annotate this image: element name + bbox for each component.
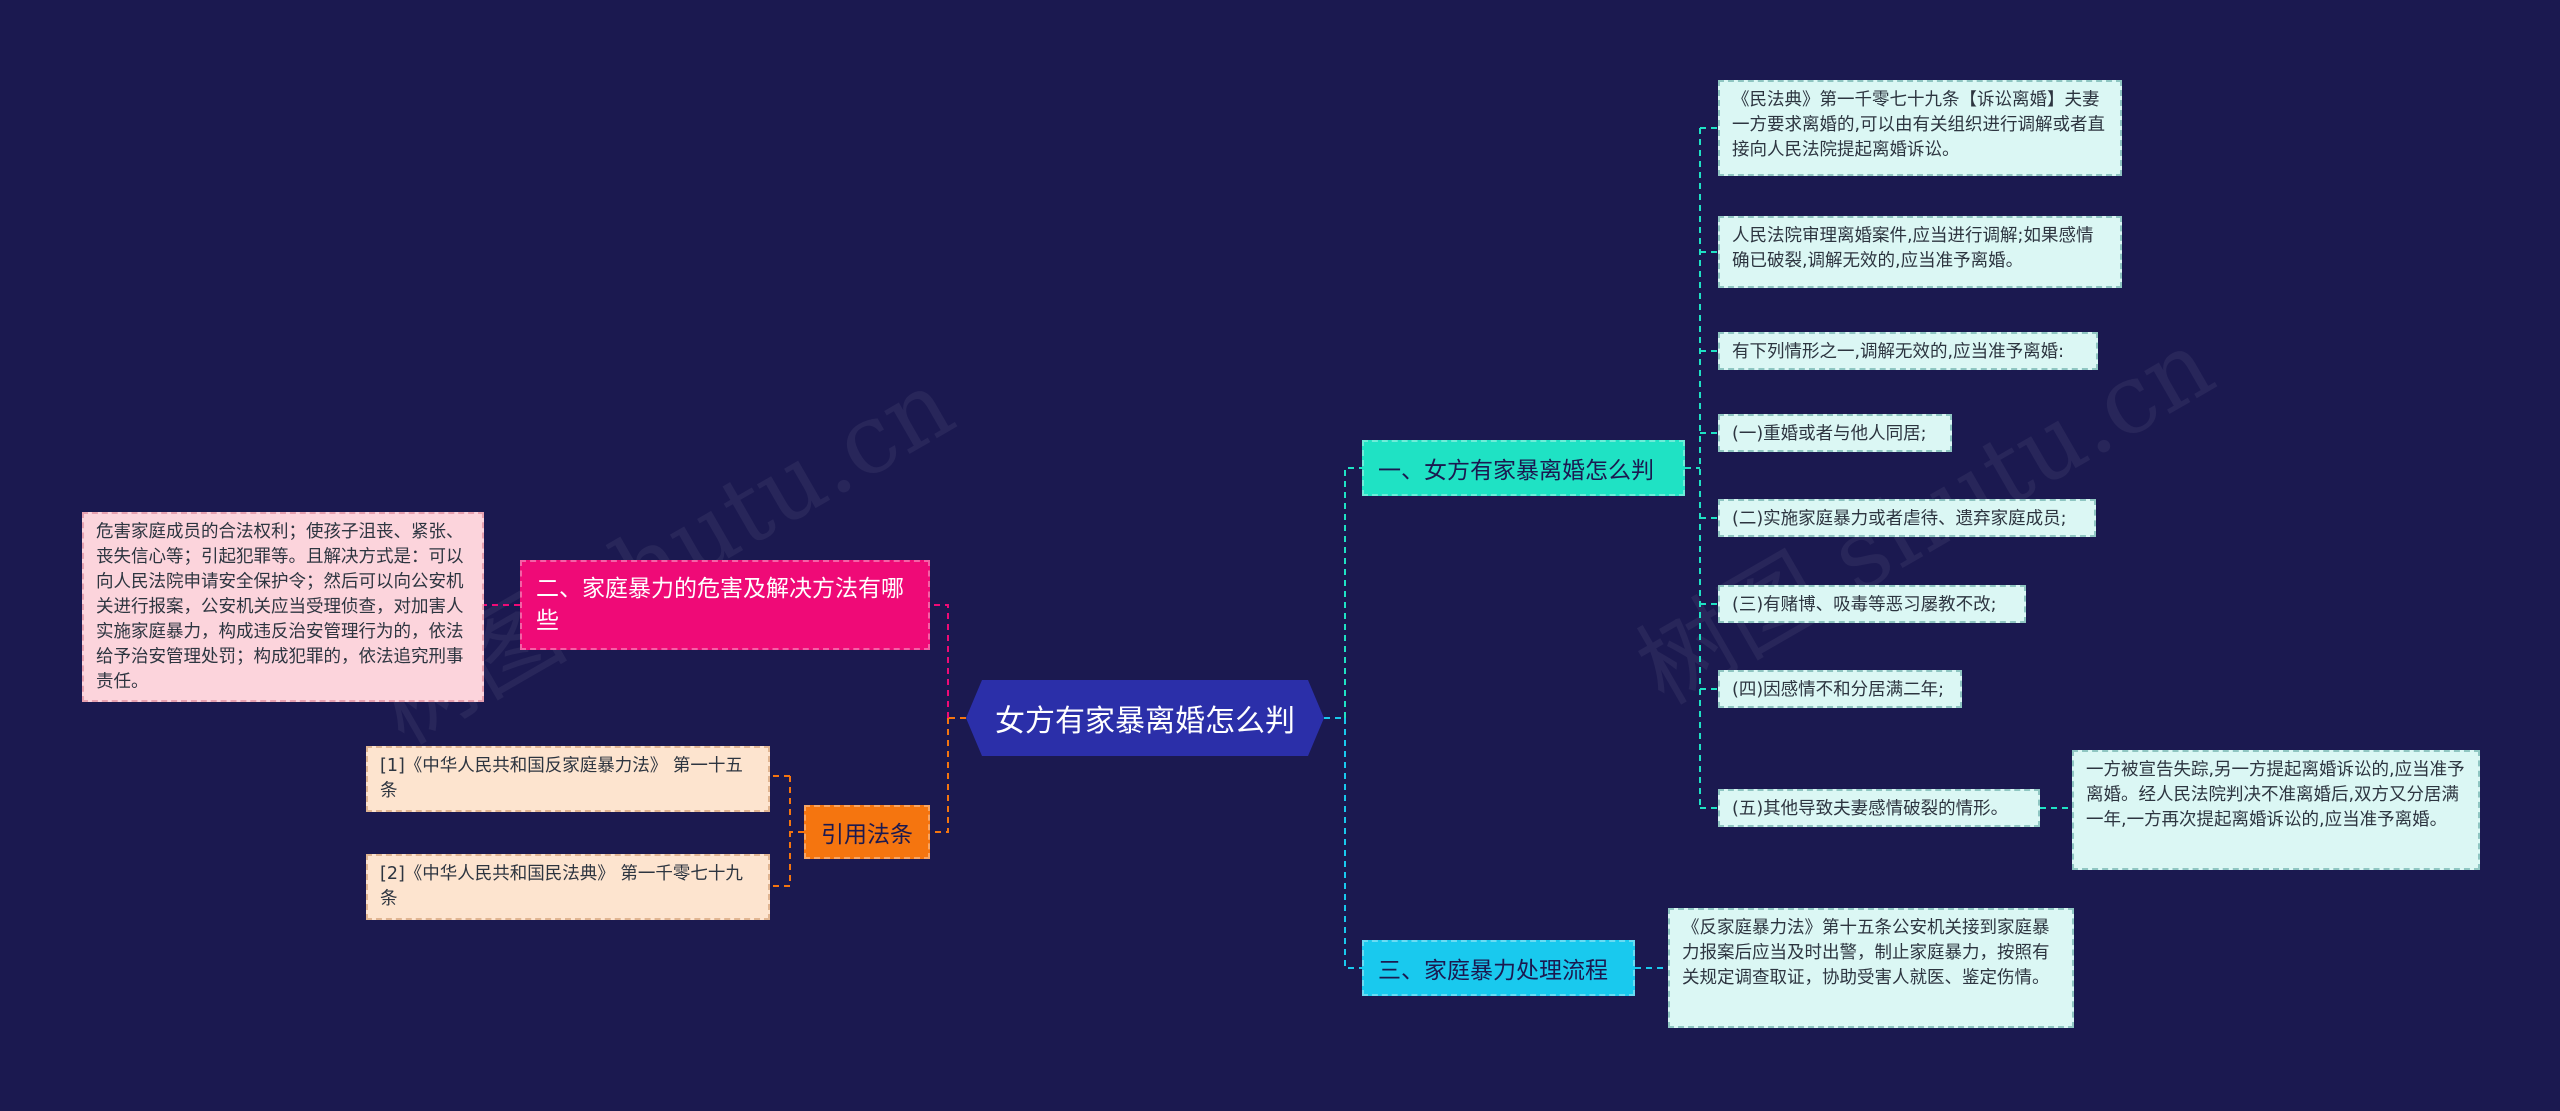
connector bbox=[930, 718, 949, 833]
connector bbox=[1344, 718, 1362, 969]
leaf-missing-person-divorce[interactable]: 一方被宣告失踪,另一方提起离婚诉讼的,应当准予离婚。经人民法院判决不准离婚后,双… bbox=[2072, 750, 2480, 870]
leaf-civil-code-1079[interactable]: 《民法典》第一千零七十九条【诉讼离婚】夫妻一方要求离婚的,可以由有关组织进行调解… bbox=[1718, 80, 2122, 176]
connector bbox=[930, 604, 949, 718]
leaf-condition-4[interactable]: (四)因感情不和分居满二年; bbox=[1718, 670, 1962, 708]
leaf-condition-3[interactable]: (三)有赌博、吸毒等恶习屡教不改; bbox=[1718, 585, 2026, 623]
leaf-citation-anti-dv[interactable]: [1]《中华人民共和国反家庭暴力法》 第一十五条 bbox=[366, 746, 770, 812]
leaf-condition-1[interactable]: (一)重婚或者与他人同居; bbox=[1718, 414, 1952, 452]
leaf-condition-5[interactable]: (五)其他导致夫妻感情破裂的情形。 bbox=[1718, 789, 2040, 827]
branch-cited-laws[interactable]: 引用法条 bbox=[804, 805, 930, 859]
leaf-court-mediation[interactable]: 人民法院审理离婚案件,应当进行调解;如果感情确已破裂,调解无效的,应当准予离婚。 bbox=[1718, 216, 2122, 288]
root-topic[interactable]: 女方有家暴离婚怎么判 bbox=[966, 680, 1324, 756]
leaf-citation-civil-code[interactable]: [2]《中华人民共和国民法典》 第一千零七十九条 bbox=[366, 854, 770, 920]
leaf-harm-solutions-text[interactable]: 危害家庭成员的合法权利；使孩子沮丧、紧张、丧失信心等；引起犯罪等。且解决方式是：… bbox=[82, 512, 484, 702]
branch-handling-process[interactable]: 三、家庭暴力处理流程 bbox=[1362, 940, 1635, 996]
branch-divorce-judgment[interactable]: 一、女方有家暴离婚怎么判 bbox=[1362, 440, 1685, 496]
leaf-conditions-intro[interactable]: 有下列情形之一,调解无效的,应当准予离婚: bbox=[1718, 332, 2098, 370]
leaf-condition-2[interactable]: (二)实施家庭暴力或者虐待、遗弃家庭成员; bbox=[1718, 499, 2096, 537]
connector bbox=[1344, 467, 1362, 718]
leaf-anti-dv-law-15[interactable]: 《反家庭暴力法》第十五条公安机关接到家庭暴力报案后应当及时出警，制止家庭暴力，按… bbox=[1668, 908, 2074, 1028]
branch-harm-and-solutions[interactable]: 二、家庭暴力的危害及解决方法有哪些 bbox=[520, 560, 930, 650]
